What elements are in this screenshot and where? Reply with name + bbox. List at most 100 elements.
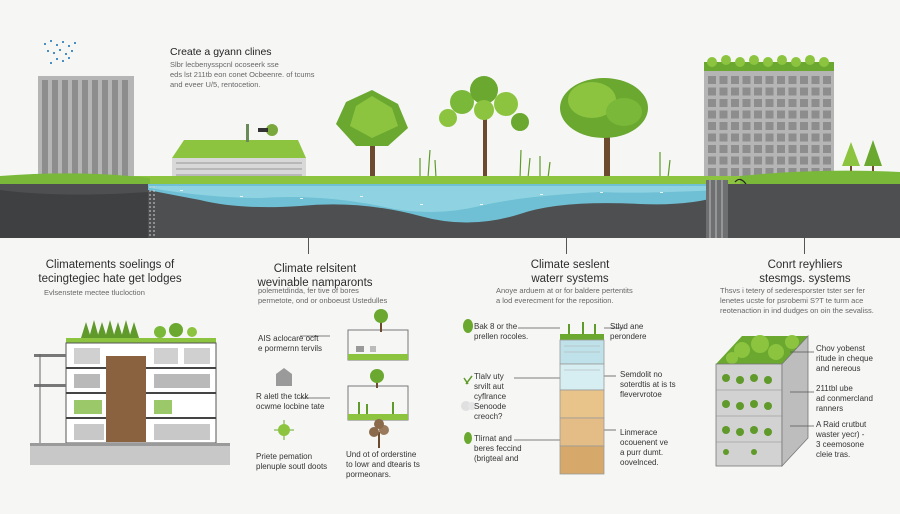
section4-subtitle-line: lenetes ucste for psrobemi S?T te turm a… [720, 296, 864, 305]
section2-label-4: Und ot of orderstine to lowr and dtearis… [346, 450, 420, 480]
label-line: Stlyd ane [610, 322, 644, 331]
planter-box-1 [300, 309, 409, 361]
label-line: ritude in cheque [816, 354, 873, 363]
green-building-cutaway [30, 320, 230, 465]
section3-label-1: Bak 8 or the prellen rocoles. [474, 322, 528, 342]
small-trees-right [842, 140, 882, 174]
top-subtitle: Slbr lecbenysspcnl ocoseerk sse eds lst … [170, 60, 315, 90]
label-line: oovelnced. [620, 458, 659, 467]
label-line: cleie tras. [816, 450, 851, 459]
drainage-pipe-left [149, 186, 155, 238]
section2-subtitle-line: permetote, ond or onboeust Ustedulles [258, 296, 388, 305]
section3-subtitle-line: a lod everecment for the reposition. [496, 296, 614, 305]
tree-1 [336, 90, 408, 176]
top-subtitle-line: and eveer U/5, rentocetion. [170, 80, 261, 89]
label-line: to lowr and dtearis ts [346, 460, 420, 469]
label-line: beres feccind [474, 444, 522, 453]
section3-label-4: Semdolit no soterdtis at is ts flevervro… [620, 370, 676, 400]
tree-2 [439, 76, 529, 176]
section3-label-5: Senoode creoch? [474, 402, 506, 422]
section3-subtitle-line: Anoye arduem at or for baldere pertentit… [496, 286, 633, 295]
section3-title: Climate seslent waterr systems [480, 258, 660, 286]
label-line: prellen rocoles. [474, 332, 529, 341]
drainage-pipe-right [706, 180, 728, 238]
section2-label-1: AIS aclocare ocft e pormernn tervils [258, 334, 322, 354]
section2-title-line: Climate relsitent [273, 263, 357, 275]
label-line: Linmerace [620, 428, 658, 437]
section2-illustrations [274, 309, 409, 448]
section1-subtitle: Evlsenstete mectee tlucloction [44, 288, 145, 297]
label-line: ocouenent ve [620, 438, 669, 447]
leaf-icon [463, 319, 473, 333]
label-line: Priete pemation [256, 452, 313, 461]
label-line: AIS aclocare ocft [258, 334, 319, 343]
label-line: pormeonars. [346, 470, 391, 479]
section4-subtitle: Thsvs i tetery of sederesporster tster s… [720, 286, 874, 316]
office-building-right [704, 55, 834, 180]
house-icon [276, 368, 292, 386]
water-tower-layers [461, 319, 624, 475]
green-roof-building [172, 124, 306, 180]
section3-label-7: Linmerace ocouenent ve a purr dumt. oove… [620, 428, 668, 468]
label-line: waster yecr) - [816, 430, 865, 439]
section2-title: Climate relsitent wevinable namparonts [240, 262, 390, 290]
section1-title: Climatements soelings of tecingtegiec ha… [20, 258, 200, 286]
section1-title-line: Climatements soelings of [45, 259, 175, 271]
pointer-tick [804, 238, 805, 254]
label-line: Senoode [474, 402, 507, 411]
label-line: e pormernn tervils [258, 344, 323, 353]
label-line: srvilt aut [474, 382, 504, 391]
label-line: 211tbl ube [816, 384, 853, 393]
label-line: plenuple soutl doots [256, 462, 328, 471]
section4-label-3: A Raid crutbut waster yecr) - 3 ceemoson… [816, 420, 866, 460]
section2-label-2: R aletl the tckk ocwme locbine tate [256, 392, 324, 412]
section2-title-line: wevinable namparonts [257, 277, 373, 289]
label-line: Und ot of orderstine [346, 450, 417, 459]
top-title: Create a gyann clines [170, 46, 272, 58]
sprout-icon [463, 375, 473, 385]
particle-cloud-icon [44, 40, 76, 64]
section3-label-3: Tlalv uty srvilt aut cyflrance [474, 372, 506, 402]
label-line: Tlalv uty [474, 372, 504, 381]
pointer-tick [308, 238, 309, 254]
leaf-icon-2 [464, 432, 472, 444]
section4-label-2: 211tbl ube ad conmercland ranners [816, 384, 873, 414]
label-line: 3 ceemosone [816, 440, 865, 449]
reeds [419, 149, 671, 179]
section4-label-1: Chov yobenst ritude in cheque and nereou… [816, 344, 873, 374]
label-line: A Raid crutbut [816, 420, 867, 429]
label-line: Bak 8 or the [474, 322, 518, 331]
label-line: Chov yobenst [816, 344, 865, 353]
top-subtitle-line: eds lst 211tb eon conet Ocbeenre. of tcu… [170, 70, 315, 79]
tree-3 [560, 78, 648, 176]
office-building-left [38, 76, 134, 180]
landscape-scene [0, 40, 900, 238]
label-line: and nereous [816, 364, 861, 373]
grass-surface [0, 176, 900, 186]
section3-title-line: waterr systems [531, 273, 609, 285]
label-line: flevervrotoe [620, 390, 662, 399]
section2-label-3: Priete pemation plenuple soutl doots [256, 452, 327, 472]
pointer-tick [566, 238, 567, 254]
section3-label-2: Stlyd ane perondere [610, 322, 646, 342]
label-line: R aletl the tckk [256, 392, 309, 401]
label-line: creoch? [474, 412, 503, 421]
section4-title: Conrt reyhliers stesmgs. systems [730, 258, 880, 286]
label-line: ocwme locbine tate [256, 402, 325, 411]
section3-title-line: Climate seslent [530, 259, 610, 271]
label-line: soterdtis at is ts [620, 380, 676, 389]
label-line: Tlirnat and [474, 434, 512, 443]
label-line: Semdolit no [620, 370, 663, 379]
section2-subtitle-line: polemetdinda, fer tive of bores [258, 286, 359, 295]
planter-box-2 [300, 369, 409, 421]
sapling-icon [369, 419, 389, 448]
living-wall-block [715, 334, 809, 468]
label-line: a purr dumt. [620, 448, 664, 457]
label-line: perondere [610, 332, 647, 341]
section4-subtitle-line: reotenaction in ind dudges on oin the se… [720, 306, 874, 315]
top-subtitle-line: Slbr lecbenysspcnl ocoseerk sse [170, 60, 279, 69]
section4-title-line: Conrt reyhliers [767, 259, 843, 271]
section1-title-line: tecingtegiec hate get lodges [38, 273, 182, 285]
label-line: cyflrance [474, 392, 507, 401]
section3-label-6: Tlirnat and beres feccind (brigteal and [474, 434, 522, 464]
